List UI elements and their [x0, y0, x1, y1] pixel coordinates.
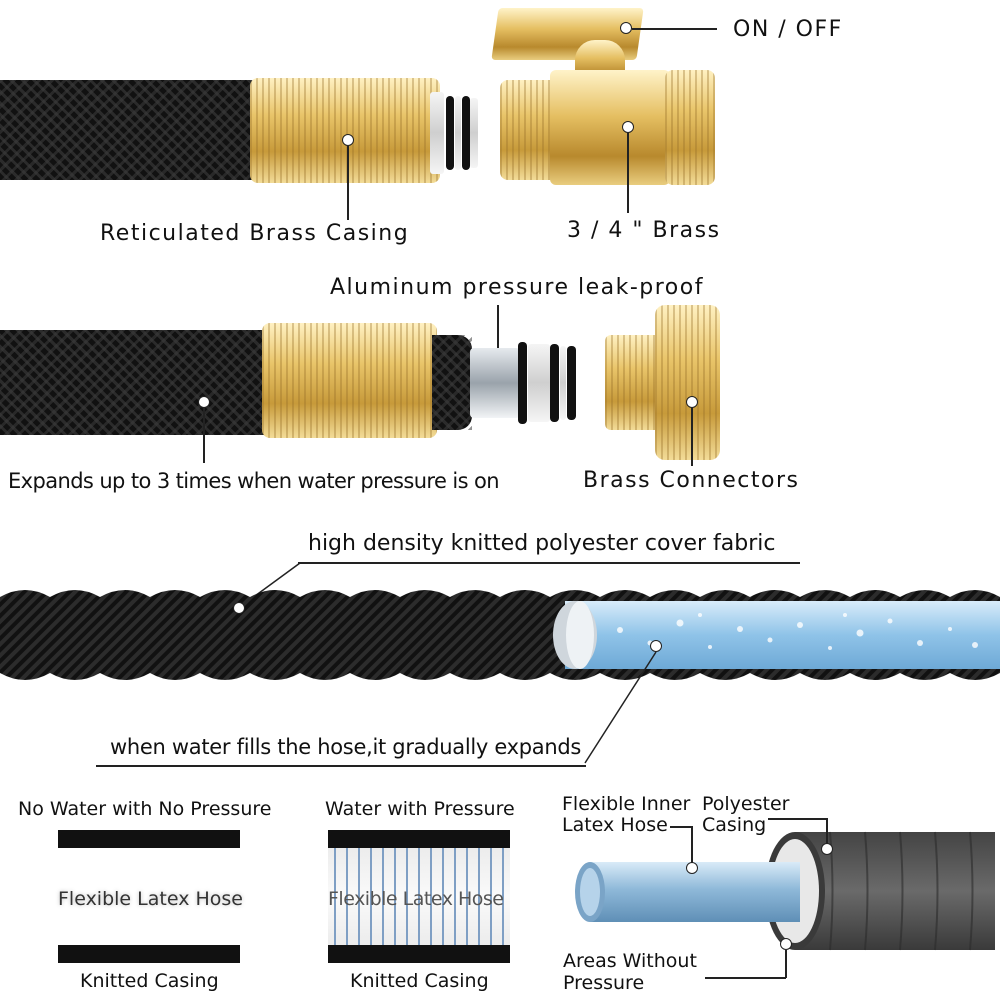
polyester-label-1: Polyester [702, 793, 790, 815]
no-water-bottom-bar [58, 945, 240, 963]
callout-line-onoff [632, 28, 717, 30]
o-ring-2 [462, 96, 470, 170]
o-ring-1 [446, 96, 454, 170]
expanded-hose [0, 585, 1000, 685]
callout-dot-expands [198, 396, 210, 408]
hose-segment-top [0, 80, 260, 180]
o-ring-3 [518, 342, 527, 424]
knitted-casing-label-1: Knitted Casing [80, 970, 219, 992]
brass-34-label: 3 / 4 " Brass [567, 218, 721, 243]
inner-latex-label-1: Flexible Inner [562, 793, 691, 815]
callout-line-poly-v [826, 818, 828, 846]
callout-dot-onoff [620, 22, 632, 34]
inner-latex-label-2: Latex Hose [562, 814, 668, 836]
callout-line-aluminum [497, 305, 499, 349]
callout-line-connectors [691, 408, 693, 466]
areas-label-1: Areas Without [563, 950, 697, 972]
connector-ring [528, 344, 550, 422]
water-pressure-label: Water with Pressure [325, 798, 515, 820]
areas-label-2: Pressure [563, 972, 645, 994]
pressure-top-bar [328, 830, 510, 848]
connector-ring [470, 98, 478, 168]
reticulated-brass-label: Reticulated Brass Casing [100, 221, 410, 246]
callout-line-poly-h [768, 818, 826, 820]
callout-line-inner-v [691, 826, 693, 866]
knitted-casing-label-2: Knitted Casing [350, 970, 489, 992]
connector-ring [430, 92, 444, 174]
hose-cross-section [570, 820, 1000, 980]
callout-line-expands [203, 408, 205, 463]
hose-cross-section-svg [575, 831, 995, 951]
valve-thread-right [665, 70, 715, 185]
polyester-label-2: Casing [702, 814, 767, 836]
no-water-top-bar [58, 830, 240, 848]
brass-connectors-label: Brass Connectors [583, 468, 800, 493]
flexible-latex-label-1: Flexible Latex Hose [58, 888, 243, 910]
callout-dot-areas [780, 938, 792, 950]
pressure-bottom-bar [328, 945, 510, 963]
o-ring-4 [550, 344, 559, 422]
callout-dot-casing [821, 843, 833, 855]
underline-high-density [298, 562, 800, 564]
expanded-hose-svg [0, 590, 1000, 680]
callout-line-areas-h [705, 977, 786, 979]
callout-dot-inner-tube [686, 862, 698, 874]
pressure-area [328, 848, 510, 945]
callout-line-brass34 [627, 133, 629, 213]
hose-end-middle [432, 335, 472, 430]
callout-line-areas-v [785, 950, 787, 978]
reticulated-brass-casing [250, 78, 440, 183]
aluminum-connector [470, 348, 520, 418]
brass-connector-nut [655, 305, 720, 460]
underline-when-water [96, 765, 586, 767]
valve-body [550, 70, 670, 185]
callout-dot-inner [650, 640, 662, 652]
flexible-latex-label-2: Flexible Latex Hose [328, 888, 504, 910]
when-water-label: when water fills the hose,it gradually e… [110, 735, 582, 759]
on-off-label: ON / OFF [733, 17, 843, 42]
callout-dot-connectors [686, 396, 698, 408]
aluminum-label: Aluminum pressure leak-proof [330, 275, 704, 300]
callout-line-reticulated [347, 146, 349, 220]
connector-ring [455, 96, 461, 170]
callout-dot-polyester [233, 602, 245, 614]
brass-casing-middle [262, 323, 437, 438]
callout-dot-brass34 [622, 121, 634, 133]
o-ring-5 [567, 346, 576, 420]
callout-diagonal-bottom-svg [584, 651, 657, 764]
no-water-label: No Water with No Pressure [18, 798, 272, 820]
expands-label: Expands up to 3 times when water pressur… [8, 469, 500, 493]
callout-dot-reticulated [342, 134, 354, 146]
callout-line-inner-h [670, 826, 692, 828]
hose-segment-middle [0, 330, 275, 435]
callout-diagonal-bottom [580, 650, 660, 765]
connector-ring [560, 346, 566, 420]
high-density-label: high density knitted polyester cover fab… [308, 531, 776, 556]
